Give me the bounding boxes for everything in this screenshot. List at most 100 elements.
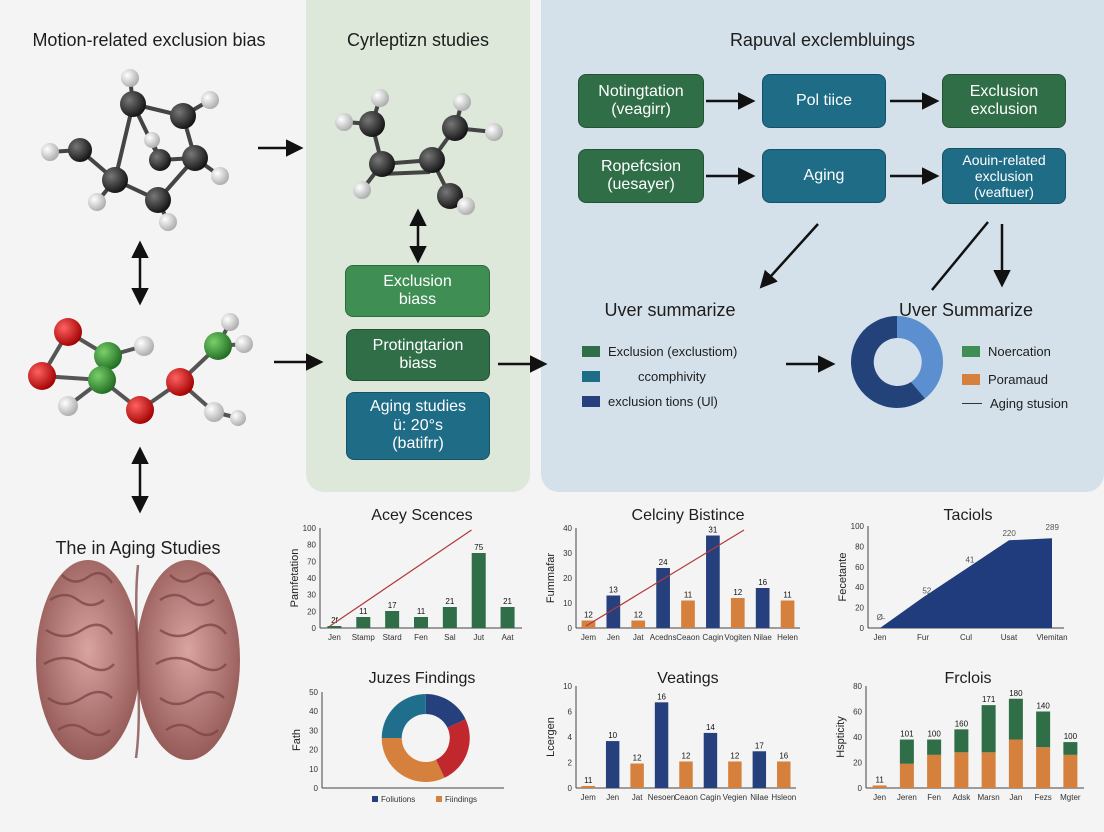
- data-label: 11: [359, 607, 368, 616]
- y-tick-label: 30: [563, 549, 572, 558]
- data-label: 11: [875, 775, 884, 784]
- data-label: 12: [682, 751, 691, 760]
- bar: [1008, 698, 1023, 740]
- y-tick-label: 60: [853, 708, 862, 717]
- bar: [899, 739, 914, 764]
- y-tick-label: 60: [855, 563, 864, 572]
- summary-right-legend-3: Aging stusion: [962, 396, 1068, 411]
- y-tick-label: 100: [851, 522, 865, 531]
- legend-swatch: [962, 374, 980, 385]
- bar: [442, 607, 457, 628]
- data-label: 100: [927, 730, 941, 739]
- data-label: 11: [584, 776, 593, 785]
- x-tick-label: Nilae: [754, 633, 773, 642]
- area-series: [880, 538, 1052, 628]
- y-axis-label: Fecetante: [837, 553, 849, 602]
- data-label: 12: [633, 754, 642, 763]
- y-axis-label: Pamfetation: [289, 549, 301, 608]
- bar: [630, 763, 644, 788]
- x-tick-label: Jen: [328, 633, 341, 642]
- bar: [777, 761, 791, 788]
- chart-2-title: Celciny Bistince: [631, 507, 745, 524]
- data-label: 31: [708, 526, 717, 535]
- data-label: 140: [1036, 702, 1050, 711]
- data-label: 52: [922, 586, 931, 595]
- x-tick-label: Vlemitan: [1036, 633, 1067, 642]
- legend-swatch: [372, 796, 378, 802]
- data-label: 160: [955, 719, 969, 728]
- x-tick-label: Mgter: [1060, 793, 1081, 802]
- legend-swatch: [582, 396, 600, 407]
- bar: [981, 705, 996, 753]
- bar: [414, 617, 428, 628]
- legend-swatch: [962, 346, 980, 357]
- protingtarion-bias-box: Protingtarion biass: [346, 329, 490, 381]
- bar: [606, 595, 621, 628]
- y-tick-label: 20: [855, 604, 864, 613]
- y-tick-label: 30: [307, 591, 316, 600]
- bar: [703, 732, 718, 788]
- bar: [1008, 739, 1023, 788]
- chart-1-title: Acey Scences: [371, 507, 473, 524]
- data-label: 171: [982, 695, 996, 704]
- left-section-title: Motion-related exclusion bias: [32, 30, 266, 50]
- x-tick-label: Jut: [473, 633, 484, 642]
- data-label: 21: [503, 597, 512, 606]
- y-tick-label: 40: [563, 524, 572, 533]
- bar: [356, 617, 371, 628]
- legend-swatch: [436, 796, 442, 802]
- x-tick-label: Jen: [606, 793, 619, 802]
- chart-5-title: Veatings: [657, 670, 719, 687]
- summary-left-title: Uver summarize: [604, 300, 736, 320]
- y-tick-label: 80: [855, 542, 864, 551]
- y-tick-label: 0: [568, 624, 573, 633]
- y-tick-label: 40: [309, 707, 318, 716]
- pie-slice: [381, 738, 445, 782]
- x-tick-label: Cagin: [702, 633, 723, 642]
- aging-studies-box: Aging studies ü: 20°s (batifrr): [346, 392, 490, 460]
- legend-label: Noercation: [988, 344, 1051, 359]
- data-label: 17: [755, 741, 764, 750]
- data-label: 11: [783, 591, 792, 600]
- y-axis-label: Hspticity: [835, 716, 847, 758]
- y-tick-label: 40: [853, 733, 862, 742]
- data-label: 11: [417, 607, 426, 616]
- y-tick-label: 40: [855, 583, 864, 592]
- x-tick-label: Nesoen: [648, 793, 676, 802]
- bar: [500, 607, 515, 628]
- exclusion-bias-box: Exclusion biass: [345, 265, 490, 317]
- data-label: 16: [779, 751, 788, 760]
- flow-box-ropefcsion: Ropefcsion (uesayer): [578, 149, 704, 203]
- x-tick-label: Marsn: [978, 793, 1000, 802]
- legend-line: [962, 403, 982, 404]
- x-tick-label: Ceaon: [676, 633, 700, 642]
- aging-section-title: The in Aging Studies: [55, 538, 221, 558]
- data-label: Ø̶: [877, 613, 886, 622]
- x-tick-label: Acedns: [650, 633, 677, 642]
- bar: [954, 729, 969, 753]
- bar: [954, 752, 969, 788]
- x-tick-label: Cul: [960, 633, 972, 642]
- data-label: 12: [634, 611, 643, 620]
- bar: [1036, 747, 1051, 788]
- data-label: 21: [445, 597, 454, 606]
- legend-label: Aging stusion: [990, 396, 1069, 411]
- y-tick-label: 50: [309, 688, 318, 697]
- x-tick-label: Fur: [917, 633, 929, 642]
- x-tick-label: Fezs: [1034, 793, 1051, 802]
- data-label: 13: [609, 586, 618, 595]
- bar: [780, 600, 795, 628]
- bar: [656, 568, 670, 628]
- bar: [605, 741, 620, 788]
- summary-right-title: Uver Summarize: [898, 300, 1034, 320]
- summary-right-legend-1: Noercation: [962, 344, 1051, 359]
- bar: [471, 553, 486, 628]
- bar: [581, 785, 595, 788]
- bar: [679, 761, 693, 788]
- legend-label: Exclusion (exclustiom): [608, 344, 738, 359]
- data-label: 11: [684, 591, 693, 600]
- x-tick-label: Hsleon: [771, 793, 796, 802]
- y-tick-label: 0: [314, 784, 319, 793]
- x-tick-label: Jen: [874, 633, 887, 642]
